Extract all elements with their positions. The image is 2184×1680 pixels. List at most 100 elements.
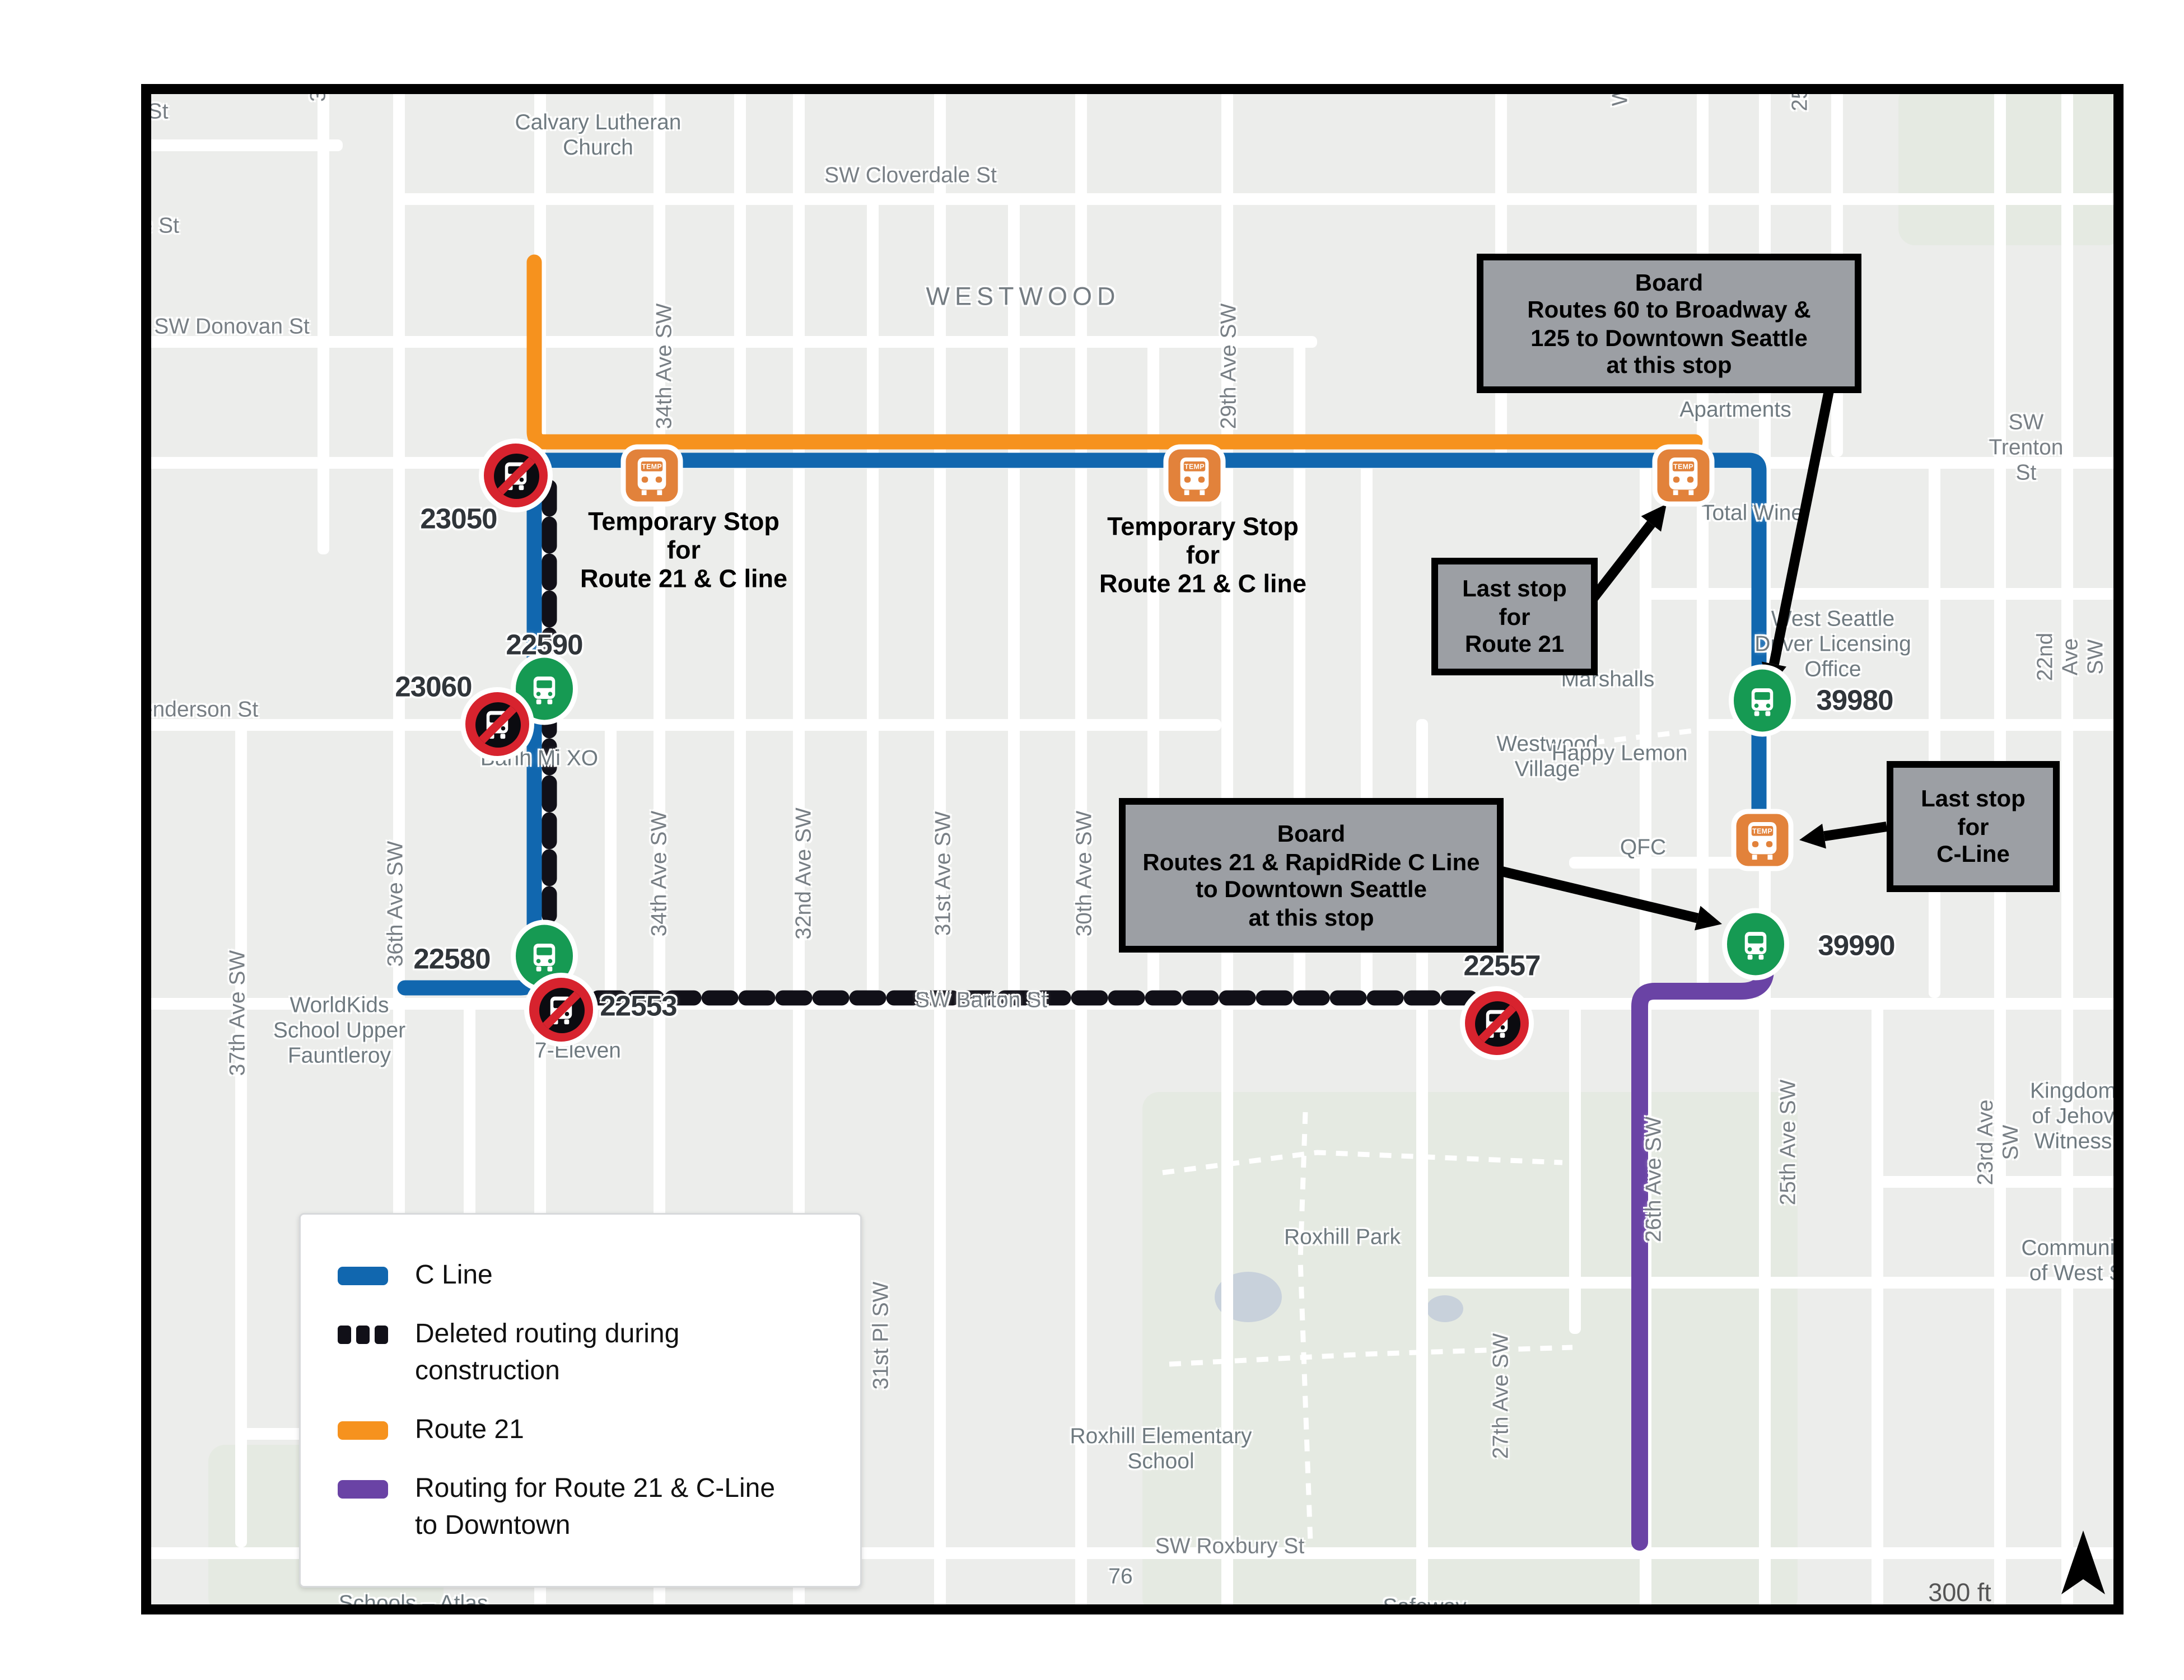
stop-number: 22580 bbox=[413, 943, 491, 976]
place-label: WESTWOOD bbox=[926, 283, 1121, 312]
stop-number: 23060 bbox=[395, 671, 472, 703]
dash-block bbox=[338, 1326, 351, 1344]
park-trail bbox=[1162, 1150, 1563, 1175]
place-label: Happy Lemon bbox=[1551, 740, 1688, 766]
road-segment bbox=[141, 719, 1221, 731]
route-line-downtown-routing bbox=[1631, 914, 1774, 1551]
north-arrow-icon bbox=[2061, 1530, 2105, 1594]
scale-bar: 300 ft bbox=[1897, 1579, 2023, 1614]
road-segment bbox=[867, 193, 879, 998]
park-trail bbox=[1298, 1112, 1313, 1543]
pond bbox=[1426, 1295, 1463, 1322]
street-label: SW Trenton St bbox=[1989, 409, 2064, 485]
closed-ring bbox=[484, 444, 548, 507]
temp-square: TEMP bbox=[626, 449, 678, 502]
road-segment bbox=[605, 719, 617, 998]
bus-icon bbox=[1751, 687, 1774, 716]
temporary-stop-note: Temporary Stop for Route 21 & C line bbox=[1099, 513, 1307, 599]
bus-stop-open bbox=[1734, 669, 1791, 732]
road-segment bbox=[393, 193, 2124, 205]
legend-item: Routing for Route 21 & C-Line to Downtow… bbox=[338, 1472, 823, 1546]
road-segment bbox=[1872, 1176, 2124, 1188]
road-segment bbox=[1569, 998, 1581, 1334]
callout-last-stop-route21: Last stop for Route 21 bbox=[1431, 558, 1598, 675]
bus-icon bbox=[1744, 931, 1767, 959]
road-segment bbox=[141, 336, 1317, 348]
bus-icon bbox=[533, 942, 556, 971]
legend-swatch bbox=[338, 1267, 388, 1285]
road-segment bbox=[1008, 193, 1020, 998]
bus-stop-temporary: TEMP bbox=[1736, 814, 1789, 866]
bus-stop-open bbox=[516, 925, 573, 987]
bus-icon bbox=[533, 675, 556, 704]
legend-item: Deleted routing during construction bbox=[338, 1317, 823, 1391]
bus-stop-temporary: TEMP bbox=[1657, 449, 1710, 502]
closed-ring bbox=[465, 692, 529, 756]
street-label: SW Roxbury St bbox=[1155, 1533, 1305, 1558]
callout-arrow-line bbox=[1823, 822, 1888, 842]
scale-line bbox=[1897, 1613, 2023, 1614]
legend-item: C Line bbox=[338, 1258, 823, 1295]
place-label: Kingdom of Jehov Witness bbox=[2030, 1077, 2116, 1154]
legend-label: C Line bbox=[415, 1262, 493, 1290]
place-label: Calvary Lutheran Church bbox=[515, 109, 682, 160]
road-segment bbox=[1569, 857, 1759, 869]
place-label: Total Wine bbox=[1701, 500, 1804, 525]
closed-disc bbox=[493, 452, 539, 498]
callout-arrow-head bbox=[1799, 823, 1826, 849]
green-bus-circle bbox=[1727, 913, 1784, 976]
route-line-route-21 bbox=[526, 254, 1703, 450]
bus-stop-temporary: TEMP bbox=[1168, 449, 1221, 502]
park-trail bbox=[1169, 1345, 1573, 1367]
bus-stop-open bbox=[1727, 913, 1784, 976]
closed-ring bbox=[1465, 991, 1529, 1055]
closed-disc bbox=[1474, 1000, 1520, 1046]
legend-swatch bbox=[338, 1421, 388, 1440]
road-segment bbox=[393, 84, 405, 1547]
place-label: 76 bbox=[1108, 1563, 1133, 1589]
stop-number: 39990 bbox=[1818, 930, 1895, 962]
callout-arrow-head bbox=[1641, 504, 1667, 532]
trails-layer bbox=[1162, 726, 1707, 1543]
scale-label: 300 ft bbox=[1928, 1579, 1991, 1608]
callout-last-stop-cline: Last stop for C-Line bbox=[1887, 761, 2060, 892]
arrows-layer bbox=[1488, 379, 1888, 931]
legend-label: Route 21 bbox=[415, 1416, 524, 1445]
svg-text:TEMP: TEMP bbox=[1184, 463, 1205, 471]
callout-board-60: Board Routes 60 to Broadway & 125 to Dow… bbox=[1477, 254, 1861, 393]
callout-arrow-line bbox=[1488, 864, 1699, 923]
temporary-stop-note: Temporary Stop for Route 21 & C line bbox=[580, 508, 788, 594]
bus-stop-closed bbox=[484, 444, 548, 507]
street-label: SW Donovan St bbox=[154, 313, 310, 339]
stop-number: 22557 bbox=[1463, 950, 1541, 982]
place-label: WorldKids School Upper Fauntleroy bbox=[273, 992, 406, 1068]
svg-text:TEMP: TEMP bbox=[1752, 828, 1772, 836]
legend-swatch-dashed bbox=[338, 1326, 388, 1344]
bus-stop-temporary: TEMP bbox=[626, 449, 678, 502]
closed-disc bbox=[538, 987, 584, 1033]
road-segment bbox=[1416, 1277, 2124, 1289]
place-label: 7-Eleven bbox=[535, 1037, 621, 1063]
green-bus-circle bbox=[1734, 669, 1791, 732]
closed-ring bbox=[529, 978, 593, 1042]
legend-label: Routing for Route 21 & C-Line to Downtow… bbox=[415, 1475, 776, 1541]
svg-text:TEMP: TEMP bbox=[642, 463, 662, 471]
temp-bus-icon: TEMP bbox=[1669, 457, 1698, 496]
svg-text:TEMP: TEMP bbox=[1673, 463, 1693, 471]
park-area bbox=[1898, 84, 2124, 245]
place-label: QFC bbox=[1620, 834, 1667, 860]
park-trail bbox=[1592, 726, 1707, 745]
legend-swatch bbox=[338, 1480, 388, 1499]
park-area bbox=[1142, 1092, 1798, 1614]
callout-arrow-line bbox=[1769, 379, 1836, 665]
road-segment bbox=[734, 84, 746, 998]
legend-label: Deleted routing during construction bbox=[415, 1320, 680, 1386]
road-segment bbox=[141, 139, 343, 151]
road-segment bbox=[1697, 719, 2124, 731]
stop-number: 22553 bbox=[600, 990, 677, 1023]
temp-square: TEMP bbox=[1736, 814, 1789, 866]
dash-block bbox=[356, 1326, 370, 1344]
